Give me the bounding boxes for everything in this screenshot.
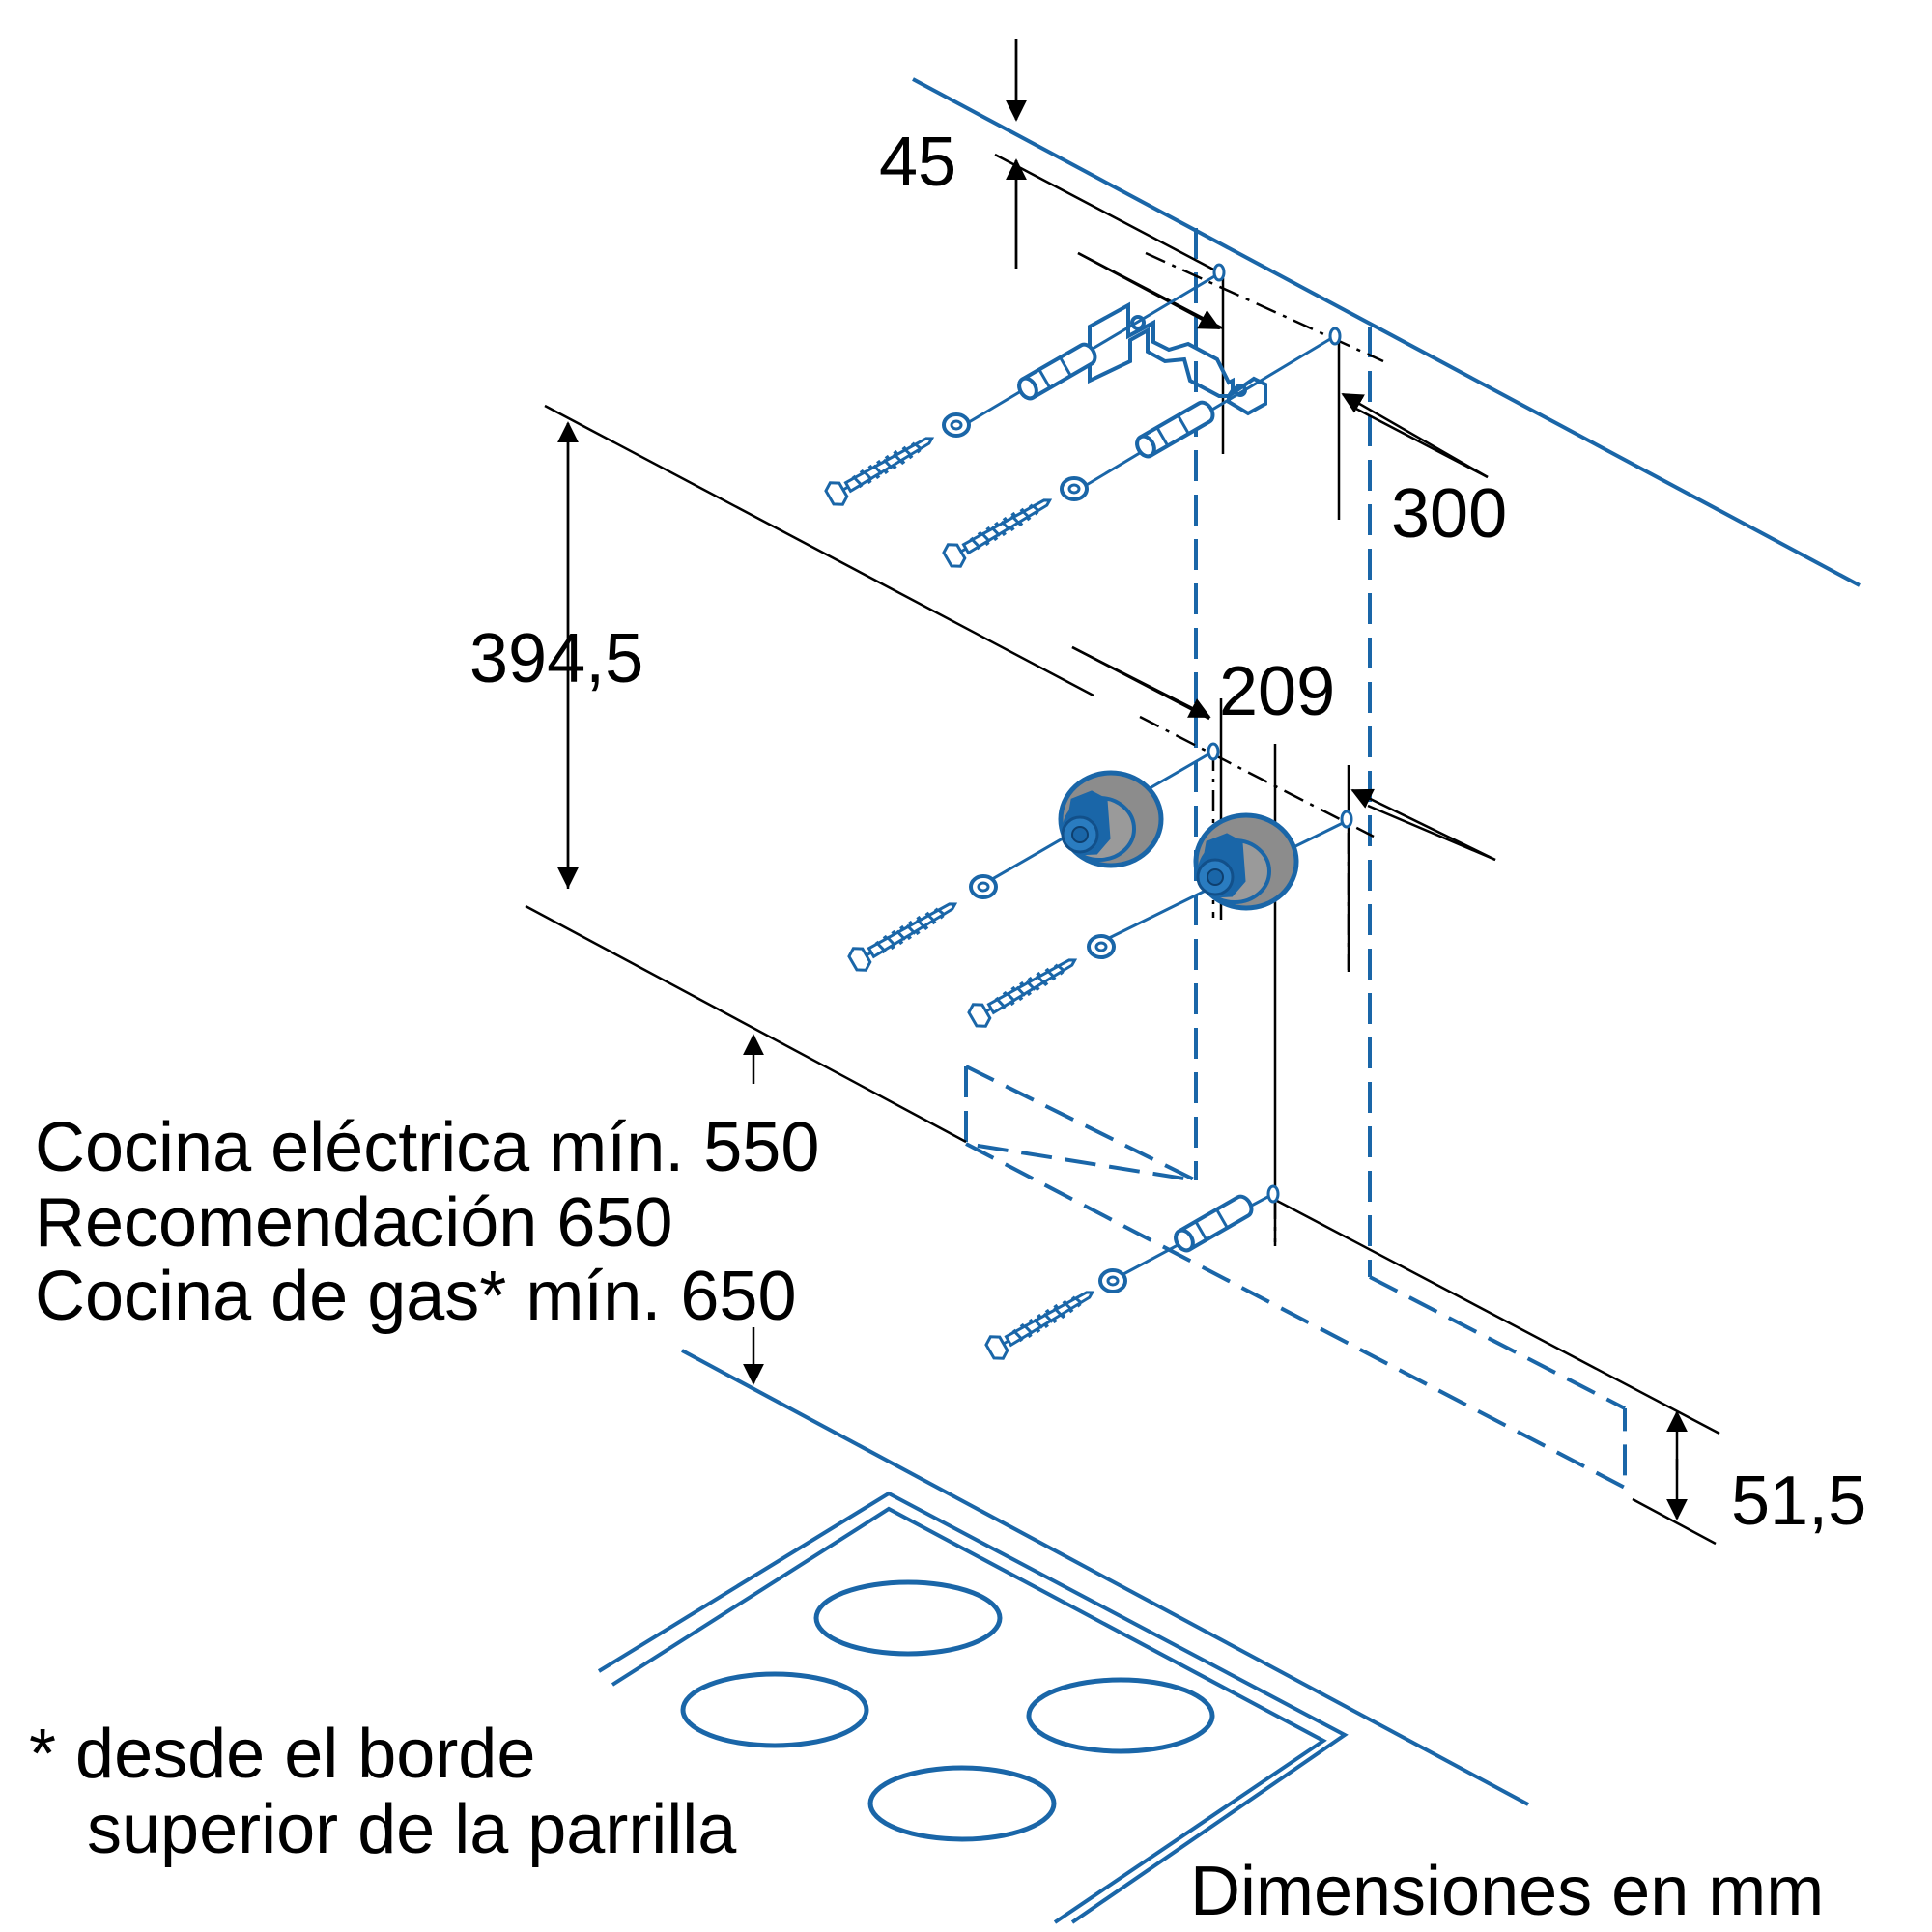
screw-icon [964,947,1084,1033]
screw-icon [844,891,964,977]
washer-icon [1060,476,1089,501]
center-lines [1139,251,1384,1242]
mounting-bracket-icon [1088,301,1267,416]
wall-plug-icon [1061,773,1161,866]
hob-burner-icon [680,1671,869,1748]
note-electric-clearance: Cocina eléctrica mín. 550 [35,1109,819,1186]
footnote-line-1: * desde el borde [29,1716,535,1793]
hob-burner-icon [813,1579,1003,1657]
washer-icon [1098,1268,1127,1293]
dimension-label-bracket-width: 300 [1391,475,1507,553]
lower-fixings [981,1184,1280,1365]
dimension-label-top-offset: 45 [879,124,956,201]
screw-icon [981,1279,1101,1365]
dimension-label-plug-spacing: 209 [1219,653,1335,730]
hob-burner-icon [1026,1677,1215,1754]
ceiling-line [912,77,1861,587]
middle-fixings [844,742,1353,1033]
hob-edge-line [681,1349,1529,1806]
washer-icon [1087,934,1116,959]
cooktop [597,1491,1349,1924]
units-note: Dimensiones en mm [1190,1853,1824,1930]
wall-plug-icon [1196,815,1296,908]
dimension-arrows [557,39,1688,1520]
hob-burner-icon [867,1765,1057,1842]
footnote-line-2: superior de la parrilla [87,1791,737,1868]
wall-plug-icon [1131,397,1219,462]
washer-icon [942,412,971,438]
upper-fixings [821,263,1342,573]
note-gas-clearance: Cocina de gas* mín. 650 [35,1258,796,1335]
screw-icon [821,425,941,511]
note-recommended-clearance: Recomendación 650 [35,1184,672,1262]
washer-icon [969,874,998,899]
wall-plug-icon [1170,1191,1258,1256]
dimension-label-bottom-offset: 51,5 [1731,1463,1866,1540]
screw-icon [939,487,1059,573]
dimension-label-height: 394,5 [469,620,643,697]
wall-plug-icon [1013,339,1101,404]
